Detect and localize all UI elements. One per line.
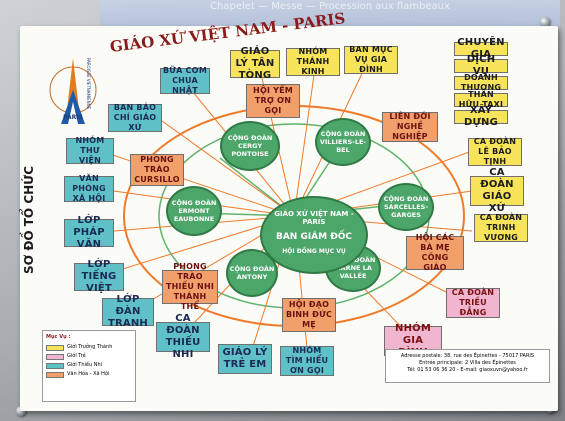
box-than-huu-taxi: THÂN HỮU TAXI — [454, 90, 508, 109]
box-ca-doan-thieu-nhi: CA ĐOÀN THIẾU NHI — [156, 313, 210, 360]
box-label: LỚP ĐÀN TRANH — [108, 294, 148, 329]
box-hoi-yem-tro-on-goi: HỘI YẾM TRỢ ƠN GỌI — [246, 84, 300, 118]
box-ca-doan-le-bao-tinh: CA ĐOÀN LÊ BẢO TỊNH — [468, 137, 522, 166]
box-label: PHONG TRÀO THIẾU NHI THÁNH THỂ — [165, 262, 215, 311]
box-ca-doan-trieu-dang: CA ĐOÀN TRIỀU ĐẲNG — [446, 288, 500, 318]
logo-ring-text: PAROISSE VIETNAMIENNE — [86, 58, 91, 110]
logo-city: PARIS — [63, 114, 83, 121]
pushpin-icon — [16, 406, 26, 416]
community-villiers: CỘNG ĐOÀN VILLIERS-LE-BEL — [315, 118, 371, 166]
center-parish-label: GIÁO XỨ VIỆT NAM - PARIS — [274, 210, 354, 226]
legend-swatch — [46, 362, 64, 369]
legend-label: Giới Thiếu Nhi — [67, 362, 103, 368]
box-label: BAN MỤC VỤ GIA ĐÌNH — [349, 45, 393, 74]
box-dich-vu: DỊCH VỤ — [454, 54, 508, 77]
box-label: CA ĐOÀN TRINH VƯƠNG — [479, 213, 523, 242]
wall-banner: Chapelet — Messe — Procession aux flambe… — [100, 0, 560, 28]
box-hoi-cac-ba-me: HỘI CÁC BÀ MẸ CÔNG GIÁO — [406, 233, 464, 272]
box-ca-doan-trinh-vuong: CA ĐOÀN TRINH VƯƠNG — [474, 213, 528, 242]
box-van-phong: VĂN PHÒNG XÃ HỘI — [64, 174, 114, 203]
box-lop-dan-tranh: LỚP ĐÀN TRANH — [102, 294, 154, 329]
box-label: CA ĐOÀN THIẾU NHI — [165, 313, 201, 360]
box-dao-binh-duc-me: HỘI ĐẠO BINH ĐỨC MẸ — [282, 298, 336, 332]
box-label: HỘI CÁC BÀ MẸ CÔNG GIÁO — [415, 233, 455, 272]
center-board-label: BAN GIÁM ĐỐC — [275, 232, 353, 242]
circle-label: CỘNG ĐOÀN VILLIERS-LE-BEL — [319, 130, 367, 154]
box-doanh-thuong: DOANH THƯƠNG — [454, 73, 508, 92]
legend-label: Văn Hóa - Xã Hội — [67, 371, 110, 377]
community-cergy: CỘNG ĐOÀN CERGY PONTOISE — [220, 121, 280, 171]
address-line: Entrée principale: 2 Villa des Épinettes — [419, 360, 516, 366]
org-chart-poster: GIÁO XỨ VIỆT NAM - PARIS SƠ ĐỒ TỔ CHỨC P… — [20, 9, 558, 411]
circle-label: CỘNG ĐOÀN SARCELLES-GARGES — [383, 195, 429, 219]
banner-text: Chapelet — Messe — Procession aux flambe… — [210, 1, 450, 12]
box-label: BỮA CƠM CHUA NHẬT — [163, 66, 207, 95]
box-giao-ly-tan-tong: GIÁO LÝ TÂN TÒNG — [230, 46, 280, 81]
box-label: DỊCH VỤ — [466, 54, 496, 77]
legend-swatch — [46, 353, 64, 360]
legend-label: Giới Trẻ — [67, 353, 86, 359]
legend-swatch — [46, 344, 64, 351]
box-label: CA ĐOÀN GIÁO XỨ — [480, 167, 514, 214]
box-thu-vien: NHÓM THƯ VIỆN — [66, 136, 114, 165]
box-xay-dung: XÂY DỰNG — [454, 105, 508, 128]
legend: Mục Vụ : Giới Trưởng Thành Giới Trẻ Giới… — [42, 330, 136, 402]
side-title: SƠ ĐỒ TỔ CHỨC — [22, 166, 36, 274]
box-lien-doi-nghe-nghiep: LIÊN ĐỚI NGHỀ NGHIỆP — [382, 112, 438, 142]
box-label: XÂY DỰNG — [463, 105, 499, 128]
legend-swatch — [46, 371, 64, 378]
box-label: NHÓM THƯ VIỆN — [75, 136, 105, 165]
box-chuyen-gia: CHUYÊN GIA — [454, 37, 508, 60]
legend-label: Giới Trưởng Thành — [67, 344, 113, 350]
legend-item: Văn Hóa - Xã Hội — [46, 371, 132, 378]
box-thieu-nhi-thanh-the: PHONG TRÀO THIẾU NHI THÁNH THỂ — [162, 262, 218, 311]
box-tim-hieu-on-goi: NHÓM TÌM HIỂU ƠN GỌI — [280, 346, 334, 376]
legend-item: Giới Trưởng Thành — [46, 344, 132, 351]
box-lop-tieng-viet: LỚP TIẾNG VIỆT — [74, 259, 124, 294]
community-sarcelles: CỘNG ĐOÀN SARCELLES-GARGES — [378, 183, 434, 231]
box-label: VĂN PHÒNG XÃ HỘI — [72, 174, 106, 203]
circle-label: CỘNG ĐOÀN ANTONY — [229, 265, 275, 281]
community-ermont: CỘNG ĐOÀN ERMONT EAUBONNE — [166, 186, 222, 236]
box-label: GIÁO LÝ TRẺ EM — [222, 347, 268, 370]
center-node: GIÁO XỨ VIỆT NAM - PARIS BAN GIÁM ĐỐC HỘ… — [260, 196, 368, 274]
eiffel-tower-icon — [49, 58, 97, 124]
box-label: LIÊN ĐỚI NGHỀ NGHIỆP — [389, 112, 431, 141]
box-ban-bao-chi: BAN BÁO CHÍ GIÁO XỨ — [108, 103, 162, 132]
address-line: Tél: 01 53 06 36 20 - E-mail: giaoxuvn@y… — [407, 367, 528, 373]
address-line: Adresse postale: 38, rue des Épinettes -… — [400, 353, 535, 359]
box-label: GIÁO LÝ TÂN TÒNG — [235, 46, 275, 81]
box-nhom-thanh-kinh: NHÓM THÁNH KINH — [286, 47, 340, 76]
address-block: Adresse postale: 38, rue des Épinettes -… — [385, 349, 550, 383]
box-label: PHONG TRÀO CURSILLO — [134, 155, 180, 184]
box-giao-ly-tre-em: GIÁO LÝ TRẺ EM — [218, 344, 272, 374]
box-label: LỚP TIẾNG VIỆT — [81, 259, 117, 294]
box-label: NHÓM TÌM HIỂU ƠN GỌI — [285, 346, 329, 375]
box-label: HỘI YẾM TRỢ ƠN GỌI — [253, 86, 293, 115]
box-ban-muc-vu-gia-dinh: BAN MỤC VỤ GIA ĐÌNH — [344, 45, 398, 74]
circle-label: CỘNG ĐOÀN ERMONT EAUBONNE — [171, 199, 217, 223]
legend-title: Mục Vụ : — [46, 334, 71, 340]
box-label: HỘI ĐẠO BINH ĐỨC MẸ — [285, 300, 333, 329]
box-label: CA ĐOÀN TRIỀU ĐẲNG — [451, 288, 495, 317]
box-bua-com: BỮA CƠM CHUA NHẬT — [160, 66, 210, 95]
box-label: BAN BÁO CHÍ GIÁO XỨ — [113, 103, 157, 132]
box-lop-phap-van: LỚP PHÁP VĂN — [64, 215, 114, 250]
circle-label: CỘNG ĐOÀN CERGY PONTOISE — [227, 134, 273, 158]
box-ca-doan-giao-xu: CA ĐOÀN GIÁO XỨ — [470, 167, 524, 214]
parish-logo: PAROISSE VIETNAMIENNE PARIS — [48, 50, 98, 132]
box-label: CHUYÊN GIA — [457, 37, 505, 60]
box-label: CA ĐOÀN LÊ BẢO TỊNH — [473, 137, 517, 166]
legend-item: Giới Thiếu Nhi — [46, 362, 132, 369]
pushpin-icon — [540, 17, 550, 27]
center-council-label: HỘI ĐỒNG MỤC VỤ — [282, 248, 346, 255]
box-label: DOANH THƯƠNG — [460, 73, 502, 92]
legend-item: Giới Trẻ — [46, 353, 132, 360]
box-label: THÂN HỮU TAXI — [458, 90, 504, 109]
box-phong-trao-cursillo: PHONG TRÀO CURSILLO — [130, 154, 184, 186]
box-label: NHÓM THÁNH KINH — [296, 47, 330, 76]
box-label: LỚP PHÁP VĂN — [73, 215, 105, 250]
